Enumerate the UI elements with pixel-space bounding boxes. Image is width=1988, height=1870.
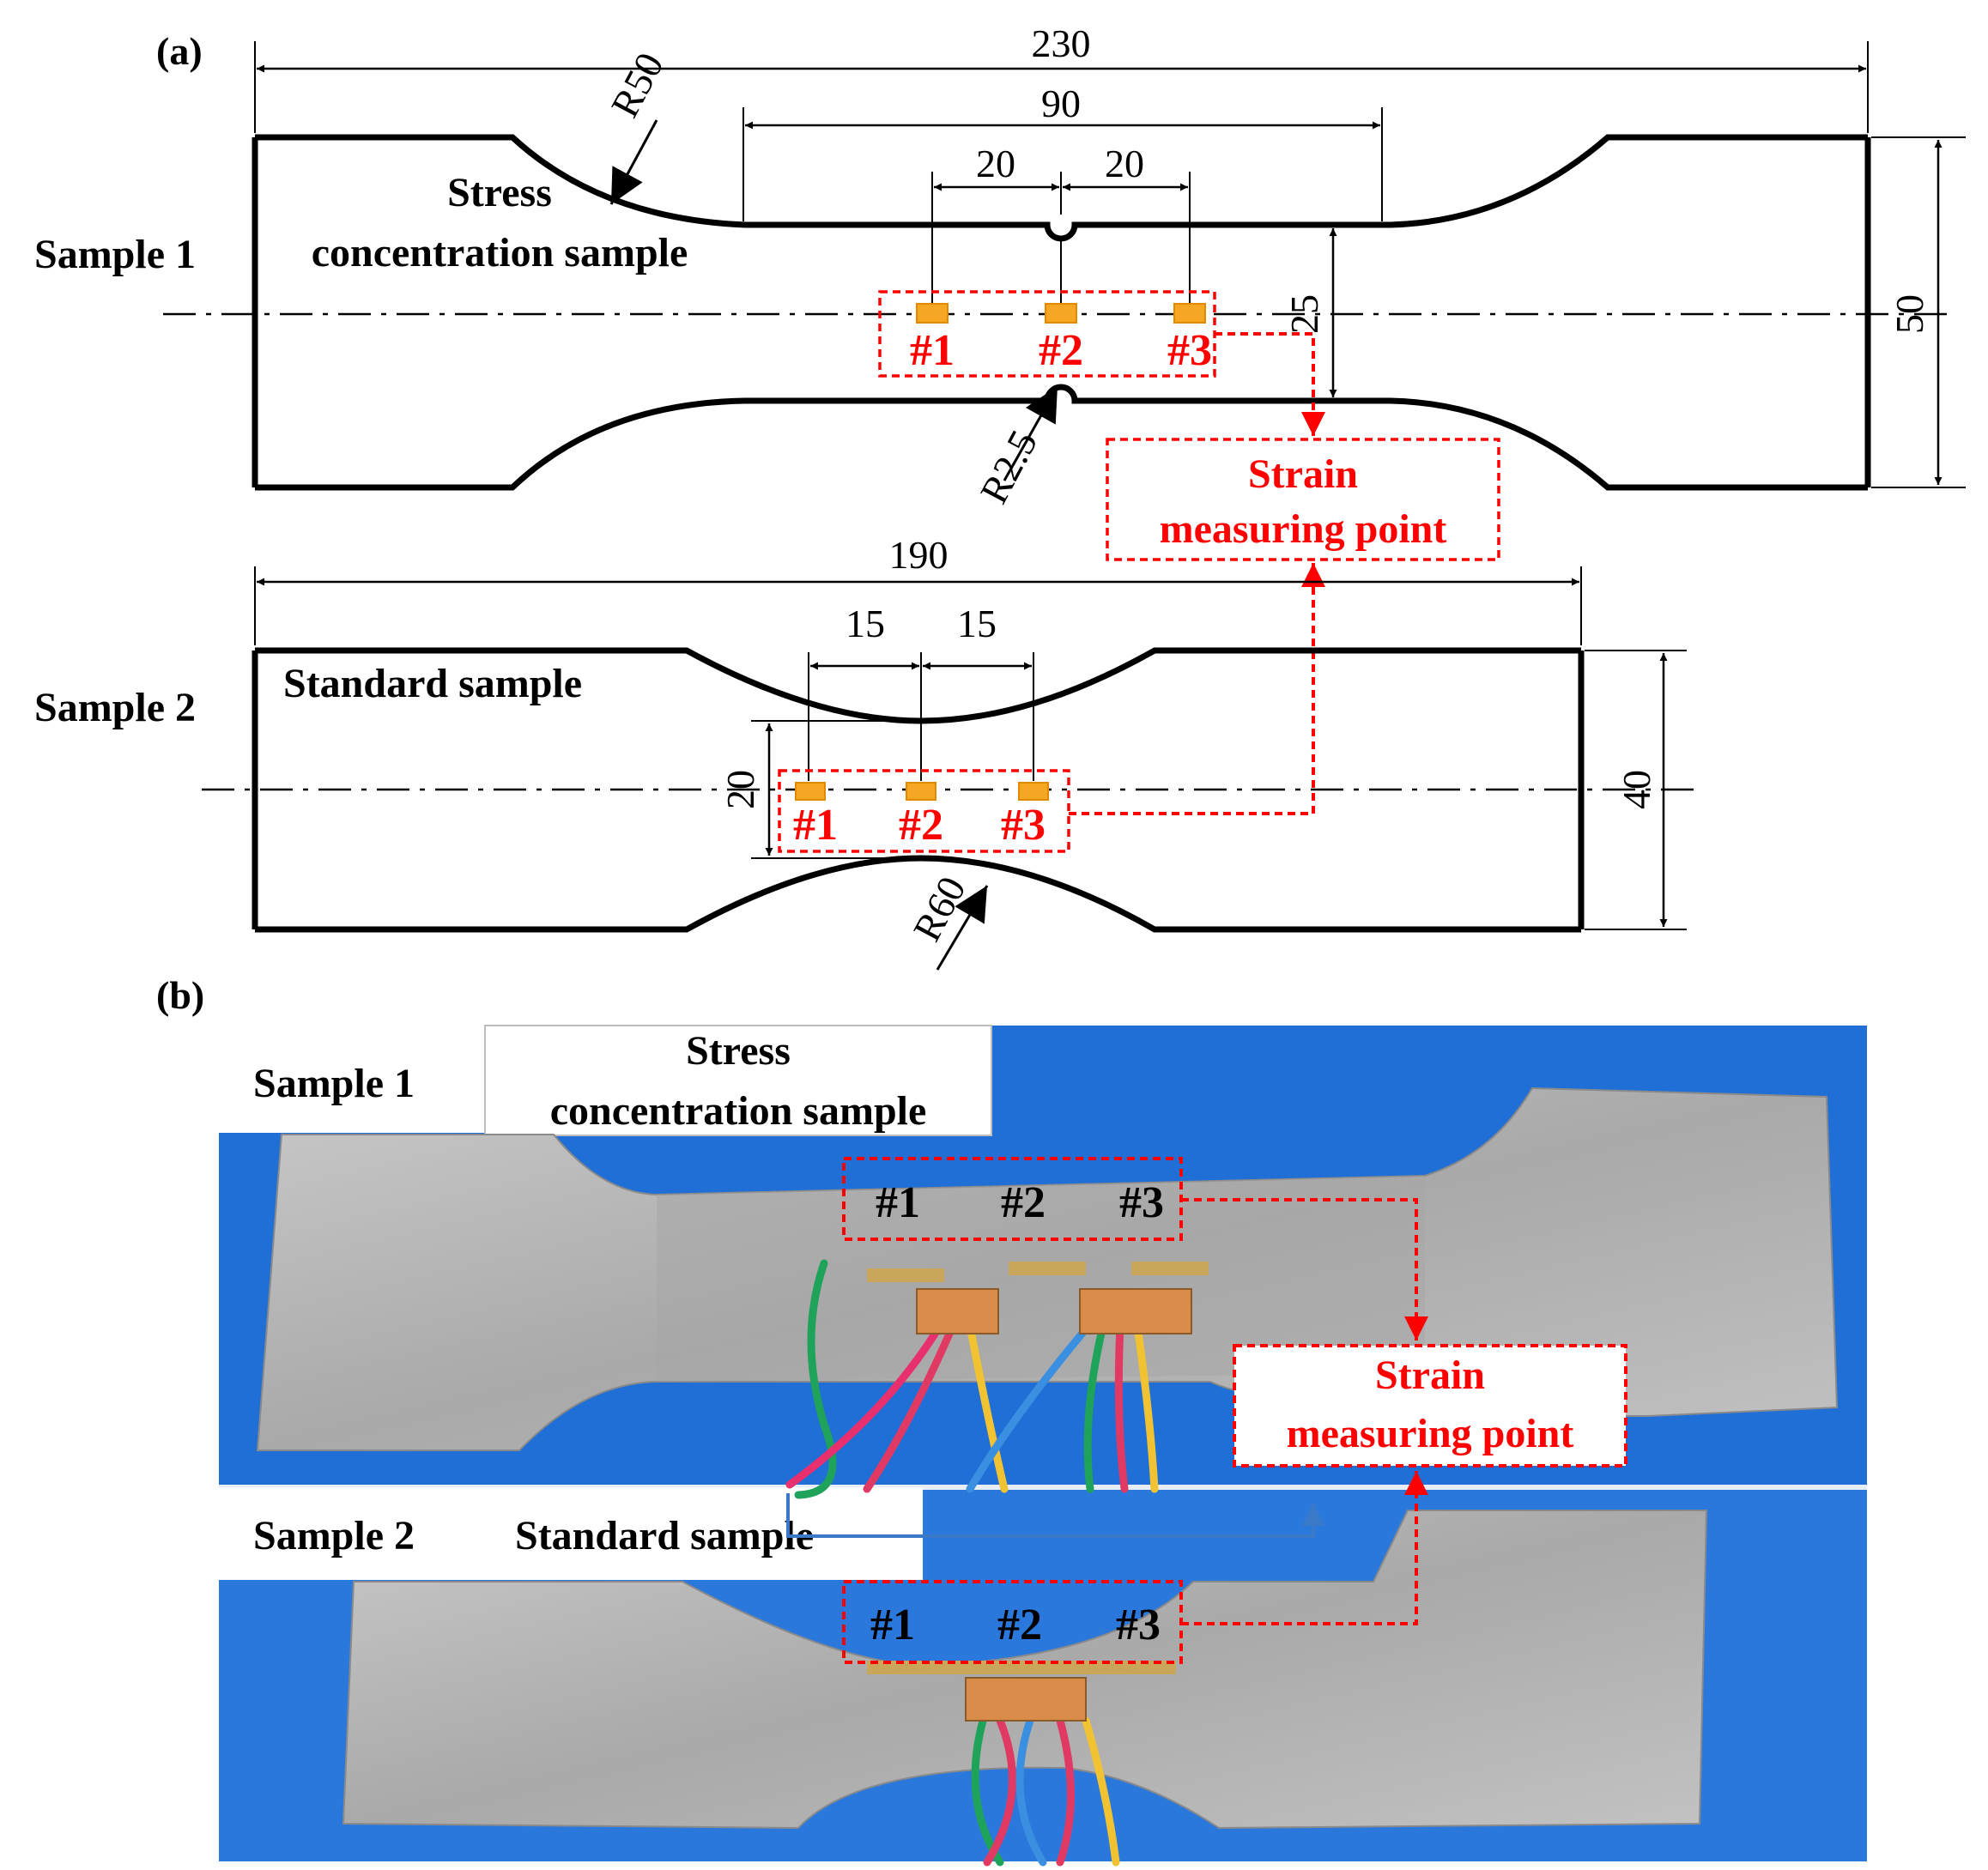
photo-sample1-gauge-region [657,1176,1425,1382]
photo-pad-right [1079,1288,1192,1334]
dim-25-text: 25 [1282,294,1326,334]
sample2-gauge1-marker [795,782,826,801]
callout-line1: Strain [1248,451,1358,497]
photo-callout-connector-bottom [1181,1471,1428,1625]
dim-230-text: 230 [1032,21,1091,65]
r50-text: R50 [603,45,672,124]
sample2-gauge3-marker [1018,782,1049,801]
photo-top-gauge3: #3 [1119,1178,1164,1227]
photo-sample1-label: Sample 1 [253,1061,415,1106]
dim-15-right-text: 15 [957,602,997,645]
panel-a-label: (a) [156,29,203,73]
dim-20-right-text: 20 [1105,142,1144,185]
r60-leader [936,885,989,971]
photo-top-name-box [484,1025,992,1136]
sample2-gauge2-label: #2 [899,801,943,850]
callout-line2: measuring point [1160,506,1447,552]
r50-leader [609,119,658,205]
panel-b: (b) [156,973,1867,1867]
sample1-outline-bottom [255,384,1868,491]
callout-box [1106,438,1500,561]
dim-15-left-text: 15 [846,602,885,645]
sample1-gauge3-label: #3 [1167,326,1212,375]
sample2-drawing: Sample 2 190 15 15 20 [34,533,1704,971]
photo-blue-connector [786,1493,1324,1538]
photo-sample1-name-line2: concentration sample [550,1088,927,1134]
sample2-gauge3-label: #3 [1001,801,1046,850]
sample2-gauge1-label: #1 [793,801,838,850]
sample1-gauge2-label: #2 [1039,326,1083,375]
photo-bottom-gauge3: #3 [1116,1601,1161,1649]
callout-connector-bottom [1069,563,1325,815]
photo-gauge-strip-top2 [1009,1262,1086,1275]
dim-20-left-text: 20 [976,142,1015,185]
sample2-gauge2-marker [906,782,936,801]
photo-divider [219,1485,1867,1490]
panel-a: (a) Sample 1 230 90 [34,21,1966,971]
dim-50-text: 50 [1888,294,1931,334]
sample1-gauge3-marker [1173,303,1206,324]
photo-bottom-label-strip [219,1487,923,1580]
sample1-gauge2-marker [1045,303,1077,324]
sample1-name-line1: Stress [447,170,552,215]
photo-gauge-strip-top1 [867,1268,944,1282]
photo-top-gauge1: #1 [876,1178,920,1227]
r25-leader [1003,385,1059,481]
sample1-drawing: Sample 1 230 90 20 20 [34,21,1966,511]
sample1-gauge1-label: #1 [910,326,955,375]
r25-text: R2.5 [972,423,1046,511]
photo-top-label-strip [219,1026,485,1133]
photo-pad-left [916,1288,999,1334]
photo-top-gauge2: #2 [1001,1178,1046,1227]
panel-a-callout: Strain measuring point [1069,332,1500,815]
photo-wires [785,1259,1159,1867]
sample1-gauge1-marker [916,303,949,324]
photo-bottom-gauge2: #2 [997,1601,1042,1649]
panel-b-label: (b) [156,973,204,1017]
photo-sample2-name: Standard sample [515,1513,814,1558]
dim-190-text: 190 [889,533,949,577]
photo-sample1-name-line1: Stress [686,1028,791,1074]
photo-sample2-label: Sample 2 [253,1513,415,1558]
photo-callout-connector-top [1181,1198,1428,1340]
photo-callout-line2: measuring point [1287,1411,1574,1456]
dim-40-text: 40 [1615,770,1658,809]
photo-bottom-gauge1: #1 [870,1601,915,1649]
sample2-name: Standard sample [283,661,582,706]
callout-connector-top [1215,332,1325,436]
sample1-outline-top [255,134,1868,242]
sample1-name-line2: concentration sample [312,230,688,275]
sample1-row-label: Sample 1 [34,232,196,277]
r60-text: R60 [905,869,974,948]
sample2-gauge-box [778,769,1070,853]
photo-gauge-strip-bottom [867,1661,1176,1674]
photo-pad-bottom [965,1677,1087,1722]
dim-90-text: 90 [1041,82,1081,125]
photo-callout-line1: Strain [1375,1353,1485,1398]
dim-20-neck-text: 20 [718,770,762,809]
sample2-row-label: Sample 2 [34,685,196,730]
photo-gauge-strip-top3 [1131,1262,1209,1275]
photo-callout-box [1233,1344,1627,1468]
